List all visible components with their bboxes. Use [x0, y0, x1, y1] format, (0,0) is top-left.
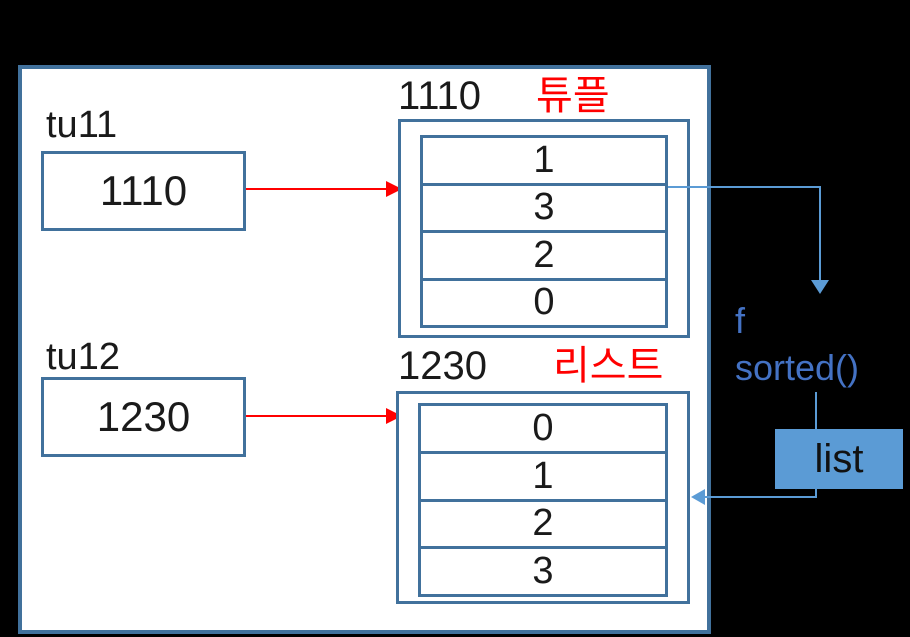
flow-arrow-down-icon — [811, 280, 829, 294]
variable-box-tu12: 1230 — [41, 377, 246, 457]
tuple-cell: 3 — [423, 182, 665, 231]
tuple-cell: 1 — [533, 138, 555, 181]
flow-tuple-to-sorted-vline — [819, 186, 821, 281]
tuple-cell: 0 — [423, 277, 665, 326]
variable-box-tu11: 1110 — [41, 151, 246, 231]
flow-chip-to-list-hline — [704, 496, 817, 498]
variable-value-tu11: 1110 — [99, 167, 188, 214]
result-chip-label: list — [814, 436, 864, 481]
variable-value-tu12: 1230 — [96, 393, 191, 440]
flow-chip-to-list-vline — [815, 489, 817, 497]
list-cell: 1 — [421, 450, 665, 499]
pointer-arrow-tu11-line — [246, 188, 388, 190]
tuple-cell: 2 — [423, 230, 665, 278]
variable-label-tu12: tu12 — [46, 336, 120, 378]
list-cell: 3 — [421, 546, 665, 594]
tuple-type-label: 튜플 — [536, 74, 610, 118]
list-type-label: 리스트 — [552, 344, 664, 388]
list-cell-stack: 0 1 2 3 — [418, 403, 668, 597]
list-title: 1230 리스트 — [398, 346, 663, 386]
list-cell: 0 — [532, 406, 554, 449]
pointer-arrow-tu12-line — [246, 415, 388, 417]
tuple-title: 1110 튜플 — [398, 76, 610, 116]
flow-arrow-left-icon — [691, 489, 705, 505]
tuple-cell-stack: 1 3 2 0 — [420, 135, 668, 328]
connector-sorted-to-chip — [815, 392, 817, 429]
function-name: sorted() — [735, 347, 860, 388]
variable-label-tu11: tu11 — [46, 104, 118, 146]
flow-tuple-to-sorted-hline — [668, 186, 821, 188]
result-chip-list: list — [775, 429, 903, 489]
tuple-address: 1110 — [398, 74, 482, 118]
list-cell: 2 — [421, 498, 665, 547]
function-f-label: f — [735, 300, 746, 341]
list-address: 1230 — [398, 344, 487, 388]
